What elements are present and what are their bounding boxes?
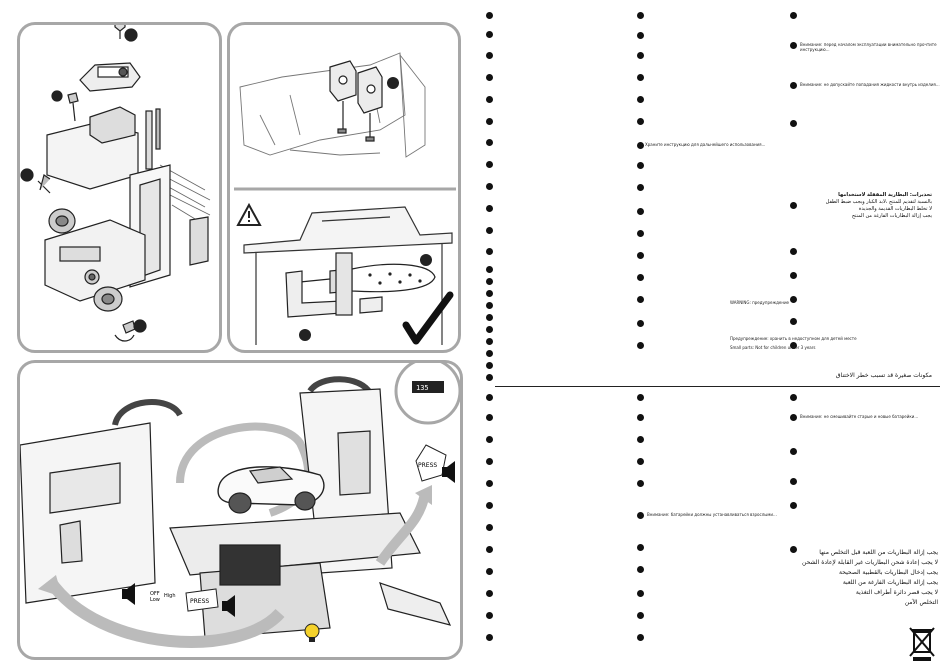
arabic-warning-block: تحذيرات: البطارية المقفلة لاستخدامها بال… [720, 192, 932, 220]
switch-high-label: High [164, 593, 176, 599]
arabic-warning-line: لا تخلط البطاريات القديمة والجديدة [858, 206, 932, 212]
switch-off-label: OFF [150, 591, 160, 597]
ru-block-3: Внимание: батарейки должны устанавливать… [647, 512, 777, 517]
arabic-bottom-line: يجب إدخال البطاريات بالقطبية الصحيحة [839, 569, 938, 576]
text-column-middle [637, 12, 787, 372]
playset-panel: PRESS PRESS OFF Low High 135 [17, 357, 463, 660]
press-label-2: PRESS [190, 598, 209, 605]
arabic-bottom-line: لا يجب قصر دائرة أطراف التغذية [855, 589, 938, 596]
arabic-bottom-line: التخلص الآمن [904, 599, 938, 606]
checkmark-icon [402, 291, 454, 345]
text-column-right: Внимание: перед началом эксплуатации вни… [790, 12, 940, 392]
playset-illustration: PRESS PRESS OFF Low High 135 [19, 357, 462, 648]
switch-low-label: Low [150, 597, 160, 603]
speaker-icon [122, 461, 455, 617]
lower-column-middle: Внимание: батарейки должны устанавливать… [637, 394, 787, 664]
assembly-illustration [20, 16, 211, 342]
middle-paragraph: Храните инструкцию для дальнейшего испол… [645, 142, 766, 147]
light-bulb-icon [304, 623, 320, 642]
arabic-warning-line: يجب إزالة البطاريات الفارغة من المنتج [851, 213, 932, 219]
parts-illustration [234, 52, 456, 345]
arabic-bottom-block: يجب إزالة البطاريات من اللعبة قبل التخلص… [728, 548, 938, 608]
warning-line-2: Предупреждение: хранить в недоступном дл… [730, 336, 857, 341]
ru-block-2: Внимание: не допускайте попадания жидкос… [800, 82, 940, 87]
lower-column-left [486, 394, 636, 664]
screen-readout: 135 [416, 384, 429, 392]
ru-block-4: Внимание: не смешивайте старые и новые б… [800, 414, 919, 419]
lower-column-right: Внимание: не смешивайте старые и новые б… [790, 394, 940, 664]
press-bubble-1 [415, 444, 447, 482]
arabic-warning-title: تحذيرات: البطارية المقفلة لاستخدامها [838, 192, 932, 198]
arabic-small-parts: مكونات صغيرة قد تسبب خطر الاختناق [835, 372, 932, 379]
text-column-left [486, 12, 636, 402]
arabic-bottom-line: يجب إزالة البطاريات الفارغة من اللعبة [842, 579, 938, 586]
weee-bin-icon [909, 627, 935, 661]
press-bubble-2 [185, 588, 219, 612]
warning-line-3: Small parts: Not for children under 3 ye… [730, 345, 816, 350]
ru-block-1: Внимание: перед началом эксплуатации вни… [800, 42, 937, 52]
assembly-panel [17, 16, 222, 353]
arabic-warning-line: بالنسبة لتقديم للمنتج ،لابد الكبار ويجب … [825, 199, 932, 205]
section-divider [495, 386, 940, 387]
warning-icon [236, 202, 262, 226]
arabic-bottom-line: يجب إزالة البطاريات من اللعبة قبل التخلص… [819, 549, 938, 556]
arabic-bottom-line: لا يجب إعادة شحن البطاريات غير القابلة ل… [802, 559, 938, 566]
parts-panel [227, 22, 461, 353]
press-label-1: PRESS [418, 462, 437, 469]
warning-line-1: WARNING: предупреждение [730, 300, 790, 305]
